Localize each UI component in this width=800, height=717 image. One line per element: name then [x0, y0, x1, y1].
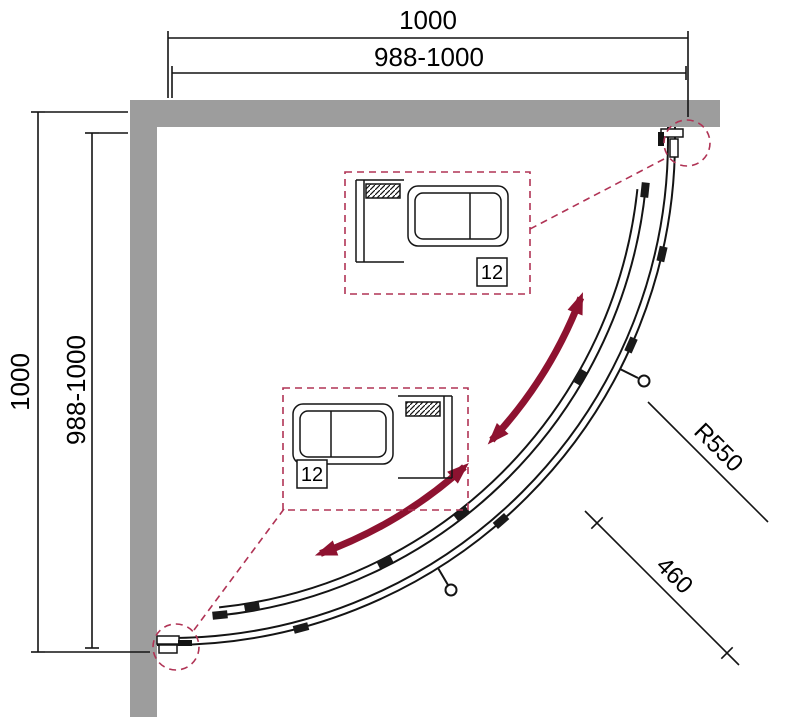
roller — [492, 513, 510, 529]
corner-bracket — [178, 640, 192, 646]
handles — [437, 368, 651, 597]
corner-bracket — [669, 138, 679, 158]
wall-hatch — [365, 183, 401, 199]
roller — [656, 245, 668, 263]
door-arc-2 — [218, 188, 639, 609]
detail-callouts — [152, 119, 711, 671]
door-profile — [292, 403, 394, 465]
detail-label-box — [476, 257, 508, 287]
wall-left — [130, 100, 157, 717]
slide-arrow-upper — [487, 292, 585, 445]
radius-label: R550 — [688, 418, 748, 478]
profile-drawing-top — [355, 179, 509, 287]
door-profile — [407, 185, 509, 247]
detail-label-top: 12 — [481, 262, 503, 284]
door-arc-1 — [219, 189, 647, 617]
dimensions — [31, 31, 769, 666]
callout-circle-bottom-left — [152, 623, 200, 671]
roller — [292, 622, 310, 634]
radius-leader-line — [647, 401, 769, 523]
door-profile-inner — [414, 192, 502, 240]
roller — [212, 610, 228, 620]
corner-bracket — [658, 132, 664, 146]
leader-line-bottom — [193, 508, 285, 631]
detail-box-bottom — [282, 387, 469, 511]
door-profile-inner — [299, 410, 387, 458]
door-handle — [637, 374, 651, 388]
corner-hardware — [156, 128, 684, 654]
leader-line-top — [529, 158, 665, 230]
glass-arc-outer-2 — [169, 139, 669, 639]
handle-stem — [437, 567, 449, 586]
wall-top — [130, 100, 720, 127]
roller — [624, 336, 638, 354]
dim-top-inner-label: 988-1000 — [374, 42, 484, 72]
corner-bracket — [158, 644, 178, 654]
opening-dim-line — [584, 510, 740, 666]
roller — [640, 182, 650, 198]
dim-tick — [720, 646, 734, 660]
detail-box-top — [344, 171, 531, 295]
detail-label-bottom: 12 — [301, 464, 323, 486]
wall-hatch — [405, 401, 441, 417]
walls — [130, 100, 720, 717]
dim-top-outer-label: 1000 — [399, 5, 457, 35]
corner-bracket — [156, 635, 180, 645]
profile-drawing-bottom — [292, 395, 453, 489]
callout-circle-top-right — [663, 119, 711, 167]
dim-tick — [590, 516, 604, 530]
detail-label-box — [296, 459, 328, 489]
roller — [243, 601, 261, 613]
dim-left-outer-label: 1000 — [5, 353, 35, 411]
dim-left-inner-label: 988-1000 — [61, 335, 91, 445]
handle-stem — [619, 368, 639, 379]
door-handle — [444, 583, 458, 597]
corner-bracket — [660, 128, 684, 138]
opening-dim-label: 460 — [651, 552, 698, 599]
roller — [376, 555, 394, 569]
